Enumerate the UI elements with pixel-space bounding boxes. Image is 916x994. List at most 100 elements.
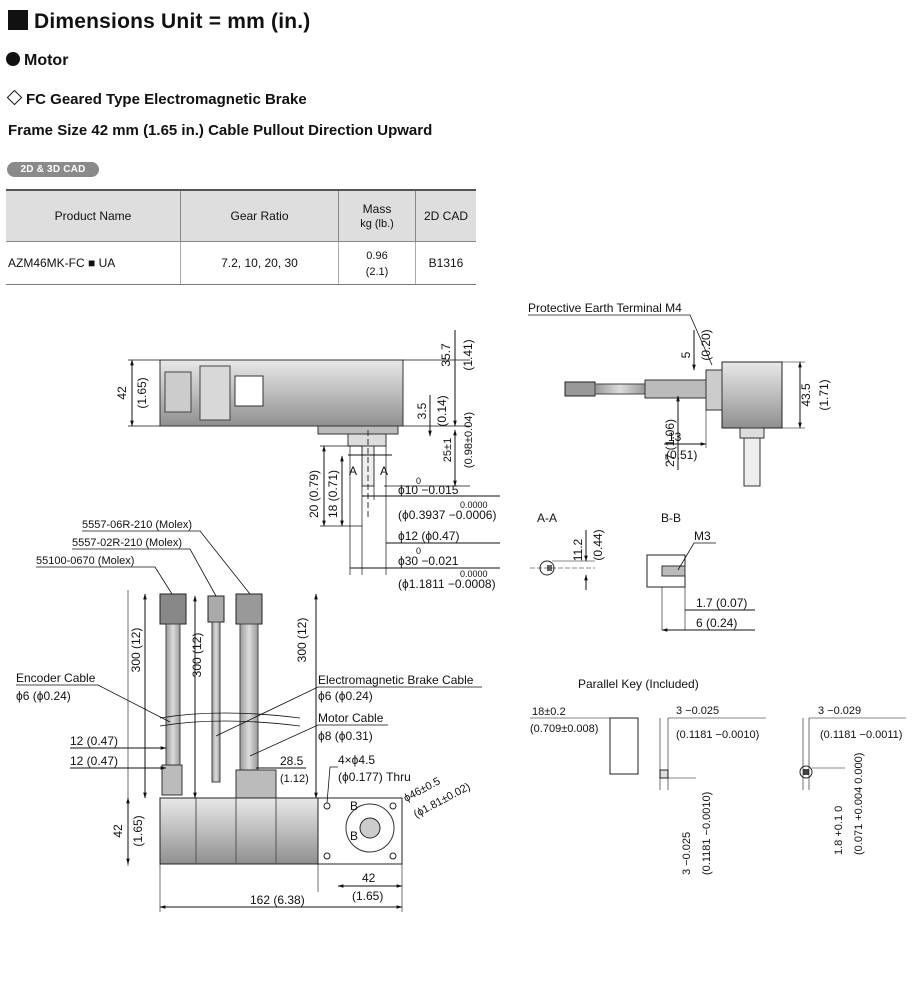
cell-mass: 0.96(2.1) — [338, 241, 416, 285]
cell-product-name: AZM46MK-FC ■ UA — [6, 241, 181, 285]
leader — [326, 766, 338, 804]
dim-key-3v-in: (0.1181 −0.0010) — [701, 792, 713, 875]
label-brake-cable: Electromagnetic Brake Cable — [318, 673, 474, 687]
pilot-top — [347, 433, 387, 447]
dim-key-18v: 1.8 +0.1 0 — [833, 806, 845, 855]
cad-badge-button[interactable]: 2D & 3D CAD — [7, 162, 99, 177]
pilot-side — [739, 427, 765, 439]
label-conn3: 55100-0670 (Molex) — [36, 555, 134, 567]
dim-112b: 11.2 — [571, 538, 585, 561]
page-title: Dimensions Unit = mm (in.) — [8, 10, 310, 34]
connector-socket — [234, 375, 264, 407]
motor-body-front — [159, 797, 321, 865]
leader — [249, 724, 388, 757]
label-a-right: A — [380, 464, 388, 478]
dim-165: (1.65) — [135, 377, 149, 408]
dim-42-horiz: 42 — [362, 871, 376, 885]
dim-17: 1.7 (0.07) — [696, 596, 747, 610]
dim-key-3v: 3 −0.025 — [681, 832, 693, 875]
section-bb: B-B M3 1.7 (0.07) 6 (0.24) — [646, 511, 755, 632]
mount-hole — [389, 852, 397, 860]
dim-12-lower: 12 (0.47) — [70, 754, 118, 768]
dim-6: 6 (0.24) — [696, 616, 737, 630]
dim-key-18: 18±0.2 — [532, 706, 566, 718]
cell-2d-cad-link[interactable]: B1316 — [415, 241, 476, 285]
label-encoder-cable: Encoder Cable — [16, 671, 96, 685]
label-conn2: 5557-02R-210 (Molex) — [72, 537, 182, 549]
type-label: FC Geared Type Electromagnetic Brake — [6, 89, 307, 108]
motor-cable — [239, 623, 259, 781]
label-b-top: B — [350, 799, 358, 813]
dim-35: 3.5 — [415, 402, 429, 419]
dim-key-18v-in: (0.071 +0.004 0.000) — [853, 753, 865, 855]
label-a-left: A — [349, 464, 357, 478]
label-bb: B-B — [661, 511, 681, 525]
dim-phi30: ϕ30 −0.021 — [398, 554, 459, 568]
dim-phi10-in: (ϕ0.3937 −0.0006) — [398, 508, 496, 522]
label-conn1: 5557-06R-210 (Molex) — [82, 519, 192, 531]
dim-300-left: 300 (12) — [129, 628, 143, 673]
tap-hole — [661, 565, 686, 577]
col-product-name: Product Name — [6, 189, 181, 242]
brake-cable — [211, 621, 221, 783]
dim-phi12: ϕ12 (ϕ0.47) — [398, 529, 459, 543]
label-brake-phi: ϕ6 (ϕ0.24) — [318, 689, 373, 703]
flange-top — [317, 425, 399, 435]
label-aa: A-A — [537, 511, 557, 525]
section-aa: A-A 11.2 (0.44) — [530, 511, 605, 590]
dim-phi10: ϕ10 −0.015 — [398, 483, 459, 497]
dim-18: 18 (0.71) — [326, 470, 340, 518]
leader — [677, 542, 716, 571]
dim-165-horiz: (1.65) — [352, 889, 383, 903]
dim-357: 35.7 — [439, 343, 453, 367]
keyway — [803, 769, 809, 775]
cable-clamp — [164, 371, 192, 413]
dim-12-upper: 12 (0.47) — [70, 734, 118, 748]
col-gear-ratio: Gear Ratio — [180, 189, 339, 242]
dim-165-front: (1.65) — [131, 815, 145, 846]
leader — [36, 566, 173, 595]
leader — [82, 530, 251, 595]
pilot-circle — [345, 803, 395, 853]
col-2d-cad: 2D CAD — [415, 189, 476, 242]
label-holes: 4×ϕ4.5 — [338, 753, 375, 767]
dim-300-mid: 300 (12) — [190, 633, 204, 678]
dim-300-right: 300 (12) — [295, 618, 309, 663]
dim-20: 20 (0.79) — [307, 470, 321, 518]
label-m3: M3 — [694, 529, 711, 543]
circle-bullet-icon — [6, 52, 20, 66]
tol-0: 0 — [416, 476, 421, 486]
connector-block — [199, 365, 231, 421]
leader — [528, 314, 713, 366]
shaft-circle — [359, 817, 381, 839]
dim-112: (1.12) — [280, 773, 309, 785]
dim-435: 43.5 — [799, 383, 813, 407]
frame-label: Frame Size 42 mm (1.65 in.) Cable Pullou… — [8, 122, 433, 139]
dim-171: (1.71) — [817, 379, 831, 410]
table-row: AZM46MK-FC ■ UA 7.2, 10, 20, 30 0.96(2.1… — [6, 241, 476, 285]
brake-connector — [207, 595, 225, 623]
label-motor-cable: Motor Cable — [318, 711, 384, 725]
leader — [16, 684, 171, 723]
dim-044: (0.44) — [591, 529, 605, 560]
pe-terminal — [705, 369, 723, 411]
key-top-view — [609, 717, 639, 775]
tol-00000: 0.0000 — [460, 569, 488, 579]
label-parallel-key: Parallel Key (Included) — [578, 677, 699, 691]
key-section — [547, 565, 552, 571]
dim-key-3b-in: (0.1181 −0.0011) — [820, 729, 902, 741]
dim-014: (0.14) — [435, 395, 449, 426]
shaft-side — [743, 437, 761, 487]
label-motor-phi: ϕ8 (ϕ0.31) — [318, 729, 373, 743]
label-encoder-phi: ϕ6 (ϕ0.24) — [16, 689, 71, 703]
leader — [72, 548, 217, 597]
dim-098: (0.98±0.04) — [463, 412, 475, 468]
mount-hole — [323, 852, 331, 860]
dim-key-3b: 3 −0.029 — [818, 705, 861, 717]
dim-162: 162 (6.38) — [250, 893, 305, 907]
dim-5: 5 — [679, 351, 693, 358]
